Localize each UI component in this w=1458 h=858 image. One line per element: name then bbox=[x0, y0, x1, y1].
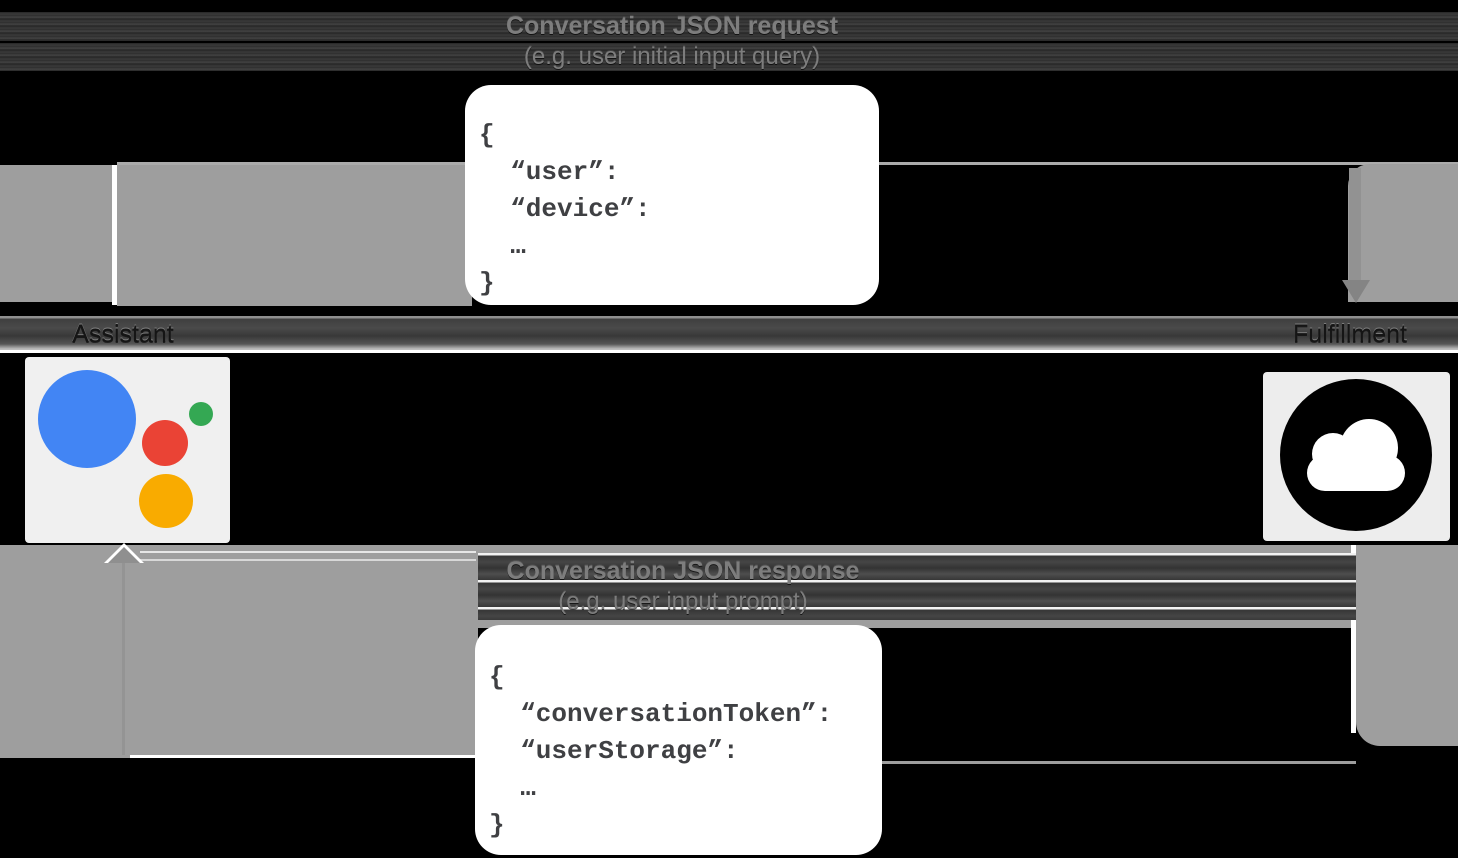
response-arrow-outline-line-1 bbox=[140, 551, 476, 553]
request-json-code: { “user”: “device”: … } bbox=[479, 120, 651, 298]
response-arrow-body-right bbox=[1356, 545, 1458, 746]
response-arrow-bottom-line bbox=[880, 761, 1356, 764]
request-arrow-body-left bbox=[117, 165, 472, 306]
assistant-card bbox=[25, 357, 230, 543]
request-label-line1: Conversation JSON request bbox=[505, 12, 839, 40]
assistant-logo-red-dot bbox=[142, 420, 188, 466]
assistant-logo-blue-dot bbox=[38, 370, 136, 468]
response-label-line2: (e.g. user input prompt) bbox=[558, 588, 808, 615]
assistant-logo-yellow-dot bbox=[139, 474, 193, 528]
cloud-base bbox=[1307, 455, 1405, 491]
request-arrow-body-right bbox=[1348, 164, 1458, 302]
response-arrow-outline-line-2 bbox=[140, 559, 476, 561]
response-arrow-outline-gap bbox=[1351, 545, 1356, 733]
response-json-box: { “conversationToken”: “userStorage”: … … bbox=[475, 625, 882, 855]
response-arrow-bottom-outline bbox=[130, 755, 478, 758]
request-arrow-outline-gap bbox=[112, 165, 117, 305]
fulfillment-card bbox=[1263, 372, 1450, 541]
request-json-box: { “user”: “device”: … } bbox=[465, 85, 879, 305]
request-arrowhead-down-icon bbox=[1342, 280, 1370, 303]
assistant-label: Assistant bbox=[72, 320, 174, 348]
node-label-band bbox=[0, 316, 1458, 352]
cloud-icon bbox=[1280, 379, 1432, 531]
request-arrow-vertical-line bbox=[1349, 168, 1361, 282]
response-label-band: Conversation JSON response (e.g. user in… bbox=[478, 553, 1356, 620]
assistant-logo-green-dot bbox=[189, 402, 213, 426]
response-label-line1: Conversation JSON response bbox=[506, 557, 860, 585]
fulfillment-label: Fulfillment bbox=[1293, 320, 1407, 348]
response-arrow-vertical-line bbox=[122, 562, 125, 755]
node-band-divider bbox=[0, 350, 1458, 353]
request-label-band-1: Conversation JSON request bbox=[0, 12, 1458, 41]
response-arrowhead-up-icon bbox=[108, 547, 140, 563]
response-json-code: { “conversationToken”: “userStorage”: … … bbox=[489, 662, 833, 840]
request-label-line2: (e.g. user initial input query) bbox=[523, 43, 821, 70]
request-arrow-start-segment bbox=[0, 165, 112, 302]
response-arrow-body-left bbox=[0, 545, 478, 758]
request-label-band-2: (e.g. user initial input query) bbox=[0, 43, 1458, 71]
